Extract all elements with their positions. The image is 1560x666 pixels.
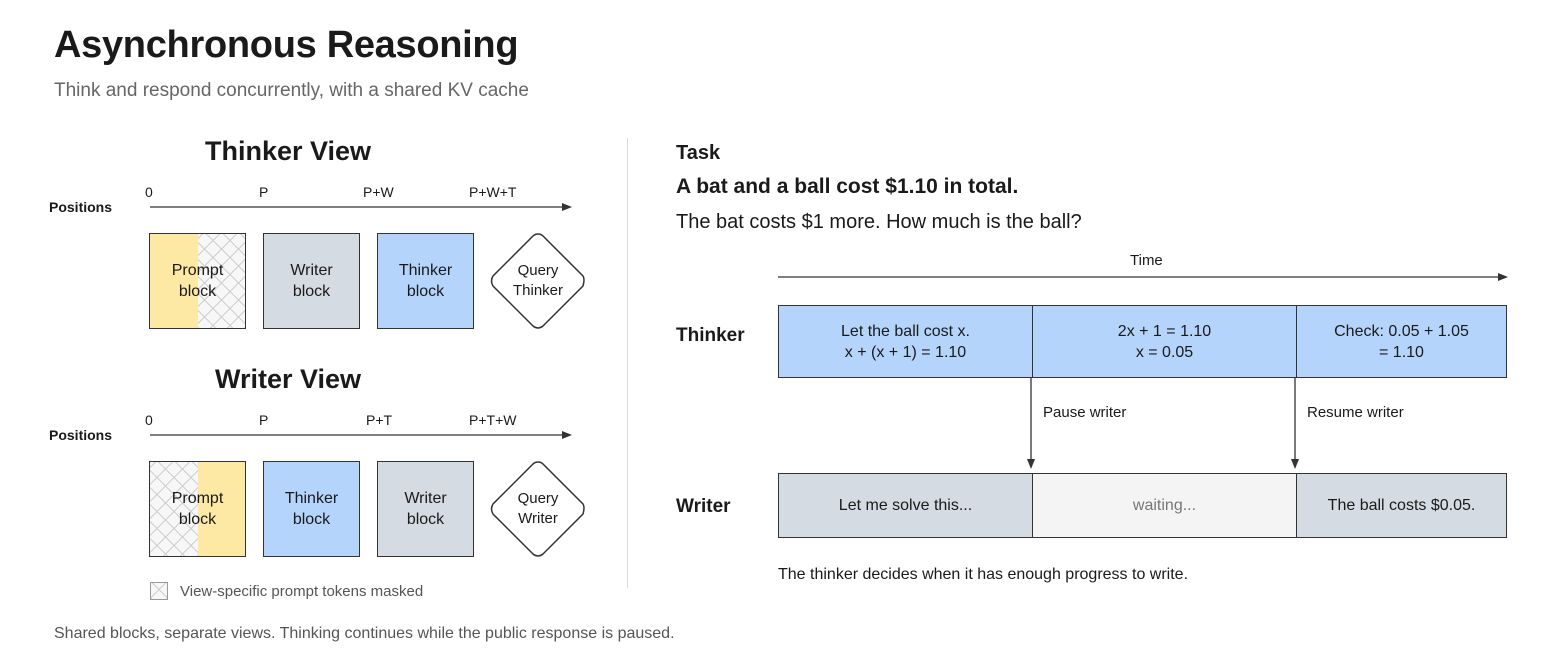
resume-arrow	[1291, 378, 1299, 469]
thinker-segment: Let the ball cost x. x + (x + 1) = 1.10	[779, 306, 1032, 377]
footer-caption: Shared blocks, separate views. Thinking …	[54, 625, 675, 642]
thinker-thinker-block: Thinker block	[377, 233, 474, 329]
diamond-shape	[490, 233, 585, 329]
writer-view-title: Writer View	[214, 364, 362, 394]
writer-segment: The ball costs $0.05.	[1296, 474, 1506, 537]
query-thinker-label: Query Thinker	[512, 262, 564, 299]
thinker-prompt-block: Prompt block	[149, 233, 246, 329]
resume-writer-label: Resume writer	[1307, 404, 1404, 421]
thinker-prompt-label: Prompt block	[171, 262, 224, 300]
writer-prompt-label: Prompt block	[171, 490, 224, 528]
thinker-positions-axis	[150, 203, 572, 211]
thinker-row-label: Thinker	[676, 325, 745, 346]
writer-segment: Let me solve this...	[779, 474, 1032, 537]
section-divider	[627, 138, 628, 588]
thinker-tick-pwt: P+W+T	[469, 184, 517, 200]
masked-legend-swatch	[150, 582, 168, 600]
query-writer-label: Query Writer	[517, 490, 559, 527]
time-axis-label: Time	[1130, 252, 1163, 269]
writer-row-label: Writer	[676, 496, 731, 517]
writer-positions-axis	[150, 431, 572, 439]
writer-thinker-block: Thinker block	[263, 461, 360, 557]
page-title: Asynchronous Reasoning	[54, 24, 519, 66]
timeline-note: The thinker decides when it has enough p…	[778, 566, 1189, 583]
writer-waiting-segment: waiting...	[1032, 474, 1296, 537]
thinker-writer-label: Writer block	[290, 262, 333, 300]
thinker-tick-pw: P+W	[363, 184, 394, 200]
prompt-masked-part	[150, 462, 198, 556]
diamond-shape	[490, 461, 585, 557]
time-axis	[778, 273, 1508, 281]
query-writer-diamond: Query Writer	[489, 460, 587, 558]
writer-writer-label: Writer block	[404, 490, 447, 528]
writer-tick-p: P	[259, 412, 269, 428]
thinker-writer-block: Writer block	[263, 233, 360, 329]
writer-timeline-row: Let me solve this... waiting... The ball…	[778, 473, 1507, 538]
prompt-visible-part	[150, 234, 198, 328]
task-question: The bat costs $1 more. How much is the b…	[676, 211, 1082, 233]
writer-tick-0: 0	[145, 412, 153, 428]
thinker-positions-label: Positions	[49, 199, 113, 215]
page-subtitle: Think and respond concurrently, with a s…	[54, 80, 529, 101]
thinker-view-title: Thinker View	[204, 136, 372, 166]
writer-positions-label: Positions	[49, 427, 113, 443]
writer-prompt-block: Prompt block	[149, 461, 246, 557]
masked-legend-text: View-specific prompt tokens masked	[180, 583, 424, 600]
query-thinker-diamond: Query Thinker	[489, 232, 587, 330]
thinker-timeline-row: Let the ball cost x. x + (x + 1) = 1.10 …	[778, 305, 1507, 378]
pause-arrow	[1027, 378, 1035, 469]
thinker-segment: Check: 0.05 + 1.05 = 1.10	[1296, 306, 1506, 377]
task-label: Task	[676, 142, 721, 164]
prompt-masked-part	[197, 234, 245, 328]
pause-writer-label: Pause writer	[1043, 404, 1127, 421]
thinker-segment: 2x + 1 = 1.10 x = 0.05	[1032, 306, 1296, 377]
writer-tick-pt: P+T	[366, 412, 393, 428]
thinker-tick-0: 0	[145, 184, 153, 200]
writer-tick-ptw: P+T+W	[469, 412, 517, 428]
thinker-thinker-label: Thinker block	[398, 262, 453, 300]
task-problem: A bat and a ball cost $1.10 in total.	[676, 175, 1019, 198]
thinker-tick-p: P	[259, 184, 269, 200]
writer-thinker-label: Thinker block	[284, 490, 339, 528]
prompt-visible-part	[197, 462, 245, 556]
writer-writer-block: Writer block	[377, 461, 474, 557]
